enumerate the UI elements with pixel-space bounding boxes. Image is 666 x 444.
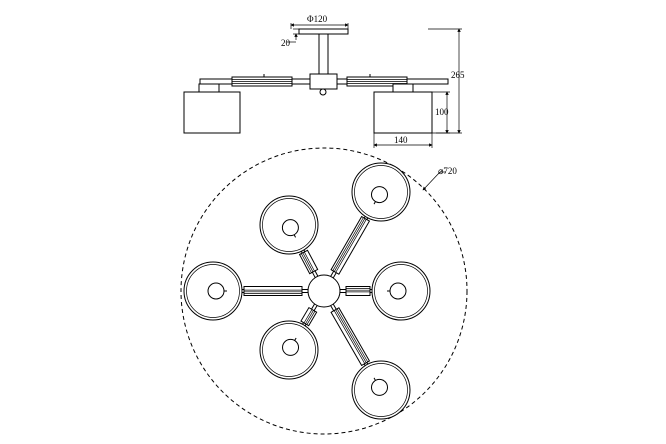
center-body: [309, 73, 338, 90]
shade-width-label: 140: [394, 135, 408, 145]
top-view: [180, 147, 468, 435]
canopy-thickness-label: 20: [281, 38, 291, 48]
dim-canopy-thickness: 20: [281, 28, 299, 48]
center-finial: [319, 88, 327, 96]
center-hub: [307, 274, 341, 308]
left-shade: [183, 91, 241, 134]
stem: [318, 33, 329, 75]
canopy-diameter-label: Φ120: [307, 14, 328, 24]
overall-diameter-label: ⌀720: [438, 166, 457, 176]
right-holder: [392, 83, 414, 93]
lamp-3: [183, 261, 243, 321]
arm-3: [223, 286, 308, 296]
overall-envelope: [180, 147, 468, 435]
dim-shade-width: 140: [373, 133, 433, 148]
lamps: [183, 162, 431, 420]
total-height-label: 265: [451, 70, 465, 80]
lamp-1: [351, 162, 411, 222]
dim-canopy-diameter: Φ120: [290, 14, 349, 29]
canopy-plate: [298, 28, 349, 35]
left-arm-sleeve: [231, 76, 293, 87]
lamp-2: [259, 195, 319, 255]
lamp-6: [351, 360, 411, 420]
left-holder: [198, 83, 220, 93]
dim-overall-diameter: ⌀720: [422, 166, 457, 191]
lamp-4: [371, 261, 431, 321]
right-shade: [373, 91, 433, 134]
side-view: [183, 28, 449, 134]
shade-height-label: 100: [435, 107, 449, 117]
lamp-5: [259, 320, 319, 380]
dim-shade-height: 100: [432, 91, 450, 134]
